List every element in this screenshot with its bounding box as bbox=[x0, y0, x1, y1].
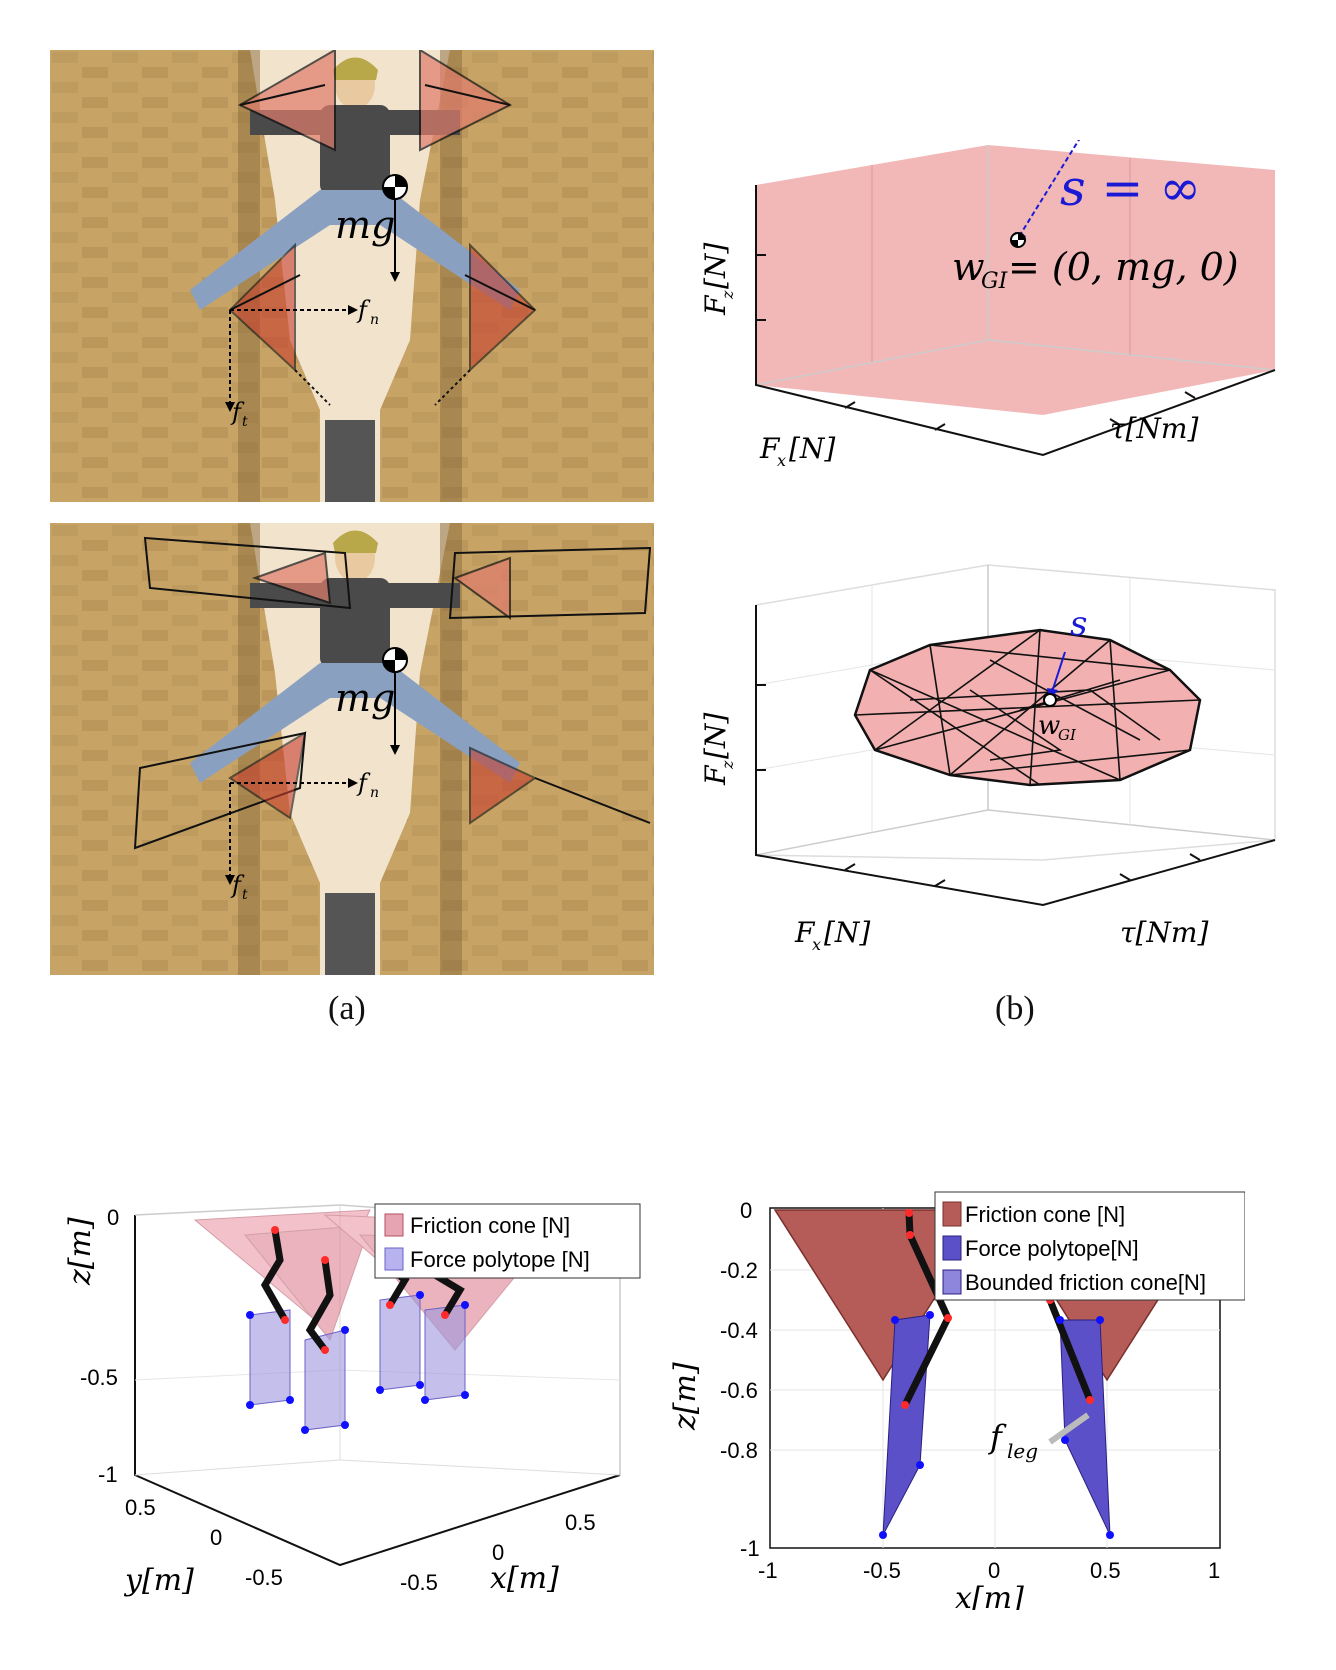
climber-illustration-bottom: mg f n f t bbox=[50, 523, 654, 975]
svg-text:x: x bbox=[812, 935, 821, 954]
svg-text:-0.2: -0.2 bbox=[720, 1258, 758, 1283]
x-axis-label: x[m] bbox=[955, 1581, 1024, 1610]
wrench-space-plot-infinite: s = ∞ w GI = (0, mg, 0) F z [N] F x [N] … bbox=[699, 140, 1276, 470]
svg-text:0: 0 bbox=[107, 1205, 119, 1230]
tau-label: τ[Nm] bbox=[1120, 916, 1208, 949]
legend-force-polytope: Force polytope [N] bbox=[410, 1247, 590, 1272]
svg-text:GI: GI bbox=[1058, 726, 1077, 744]
svg-text:-0.5: -0.5 bbox=[245, 1565, 283, 1590]
caption-b: (b) bbox=[995, 990, 1035, 1027]
svg-text:1: 1 bbox=[1208, 1558, 1220, 1583]
legend-friction-cone: Friction cone [N] bbox=[410, 1213, 570, 1238]
mg-label: mg bbox=[335, 676, 395, 720]
legend-friction-cone: Friction cone [N] bbox=[965, 1202, 1125, 1227]
svg-text:-0.6: -0.6 bbox=[720, 1378, 758, 1403]
svg-text:0.5: 0.5 bbox=[565, 1510, 596, 1535]
svg-text:w: w bbox=[952, 245, 985, 289]
svg-text:0: 0 bbox=[988, 1558, 1000, 1583]
svg-text:-0.8: -0.8 bbox=[720, 1438, 758, 1463]
tau-label: τ[Nm] bbox=[1110, 412, 1198, 445]
svg-text:w: w bbox=[1038, 711, 1060, 741]
caption-a: (a) bbox=[328, 990, 366, 1027]
svg-text:t: t bbox=[242, 414, 248, 430]
svg-text:0: 0 bbox=[492, 1540, 504, 1565]
svg-text:n: n bbox=[370, 312, 379, 328]
wgi-value-label: = (0, mg, 0) bbox=[1008, 245, 1239, 289]
legend-bounded-friction-cone: Bounded friction cone[N] bbox=[965, 1270, 1206, 1295]
svg-text:F: F bbox=[759, 432, 781, 465]
wgi-point-icon bbox=[1043, 693, 1057, 707]
robot-2d-plot: Friction cone [N] Force polytope[N] Boun… bbox=[668, 1191, 1245, 1610]
svg-text:F: F bbox=[699, 294, 732, 316]
svg-text:0: 0 bbox=[740, 1198, 752, 1223]
z-axis-label: z[m] bbox=[63, 1217, 98, 1286]
legend-force-polytope: Force polytope[N] bbox=[965, 1236, 1139, 1261]
climber-photo-top: mg f n f t bbox=[50, 50, 654, 502]
robot-3d-plot: Friction cone [N] Force polytope [N] 0 -… bbox=[63, 1203, 641, 1598]
wrench-space-plot-polytope: s w GI F z [N] F x [N] τ[Nm] bbox=[699, 564, 1276, 954]
legend-box bbox=[374, 1203, 641, 1279]
z-axis-label: z[m] bbox=[668, 1362, 703, 1431]
svg-text:-0.5: -0.5 bbox=[400, 1570, 438, 1595]
climber-photo-bottom: mg f n f t bbox=[50, 523, 654, 975]
svg-text:-1: -1 bbox=[758, 1558, 778, 1583]
svg-text:-0.5: -0.5 bbox=[80, 1365, 118, 1390]
svg-text:[N]: [N] bbox=[824, 916, 870, 949]
svg-text:GI: GI bbox=[981, 269, 1009, 294]
legend-box bbox=[934, 1191, 1245, 1301]
svg-text:-1: -1 bbox=[98, 1462, 118, 1487]
svg-text:z: z bbox=[718, 760, 737, 770]
svg-text:0.5: 0.5 bbox=[1090, 1558, 1121, 1583]
s-infinity-label: s = ∞ bbox=[1060, 159, 1201, 217]
svg-text:[N]: [N] bbox=[699, 243, 732, 289]
svg-text:F: F bbox=[699, 764, 732, 786]
svg-text:-0.4: -0.4 bbox=[720, 1318, 758, 1343]
svg-text:[N]: [N] bbox=[699, 713, 732, 759]
svg-text:n: n bbox=[370, 785, 379, 801]
svg-text:t: t bbox=[242, 887, 248, 903]
svg-text:0: 0 bbox=[210, 1525, 222, 1550]
svg-text:0.5: 0.5 bbox=[125, 1495, 156, 1520]
s-label: s bbox=[1070, 604, 1087, 644]
svg-text:leg: leg bbox=[1007, 1439, 1038, 1463]
climber-illustration-top: mg f n f t bbox=[50, 50, 654, 502]
x-axis-label: x[m] bbox=[490, 1561, 559, 1596]
mg-label: mg bbox=[335, 203, 395, 247]
svg-text:-1: -1 bbox=[740, 1536, 760, 1561]
svg-text:-0.5: -0.5 bbox=[863, 1558, 901, 1583]
svg-text:F: F bbox=[794, 916, 816, 949]
svg-text:[N]: [N] bbox=[789, 432, 835, 465]
svg-text:x: x bbox=[777, 451, 786, 470]
y-axis-label: y[m] bbox=[123, 1563, 194, 1598]
svg-text:z: z bbox=[718, 290, 737, 300]
